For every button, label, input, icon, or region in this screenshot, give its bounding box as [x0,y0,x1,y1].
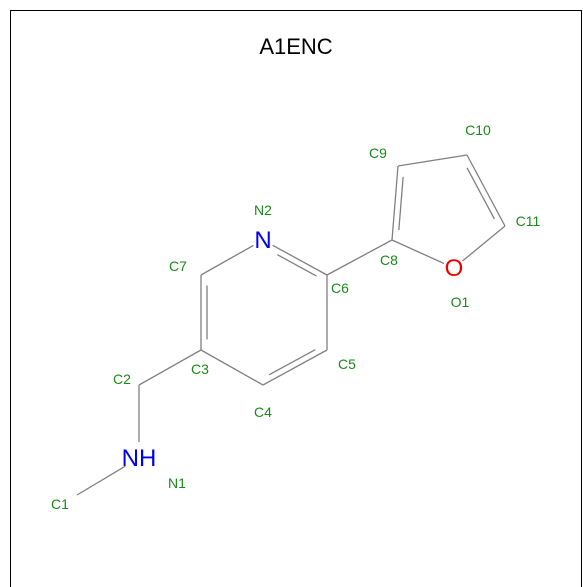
bond-c5-c4-inner [268,349,316,376]
atom-symbol-o1: O [445,255,464,282]
bond-c3-c2 [138,349,202,386]
atom-label-c6: C6 [331,280,349,296]
atom-label-c7: C7 [169,258,187,274]
bond-c6-c8 [326,239,393,276]
atom-label-c5: C5 [338,356,356,372]
bond-c9-c10 [397,154,468,167]
molecule-title: A1ENC [259,34,332,59]
bond-c10-c11-inner [466,167,495,220]
atom-label-c8: C8 [380,252,398,268]
atom-symbol-n2: N [254,227,271,254]
atom-label-c9: C9 [369,145,387,161]
bond-n1-c1 [76,465,126,496]
bond-c8-c9-inner [398,176,404,231]
atom-label-c10: C10 [465,122,491,138]
atom-label-c2: C2 [113,371,131,387]
bond-c7-n2 [200,244,254,276]
diagram-frame [10,10,582,587]
bond-c10-c11 [466,154,506,227]
bond-o1-c8 [391,239,445,265]
bond-c8-c9 [391,165,399,241]
bond-c4-c3 [200,349,264,386]
bond-n2-c6 [272,244,328,276]
bond-layer [76,154,506,496]
atom-label-n2: N2 [254,202,272,218]
bond-c5-c4 [262,349,328,386]
atom-label-c11: C11 [516,213,541,229]
atom-symbol-n1: NH [122,445,157,472]
atom-label-o1: O1 [451,294,470,310]
bond-n2-c6-inner [277,254,317,277]
atom-label-c3: C3 [191,361,209,377]
atom-label-c4: C4 [254,404,272,420]
atom-label-c1: C1 [51,496,69,512]
bond-c11-o1 [462,225,506,262]
atom-label-n1: N1 [168,475,186,491]
